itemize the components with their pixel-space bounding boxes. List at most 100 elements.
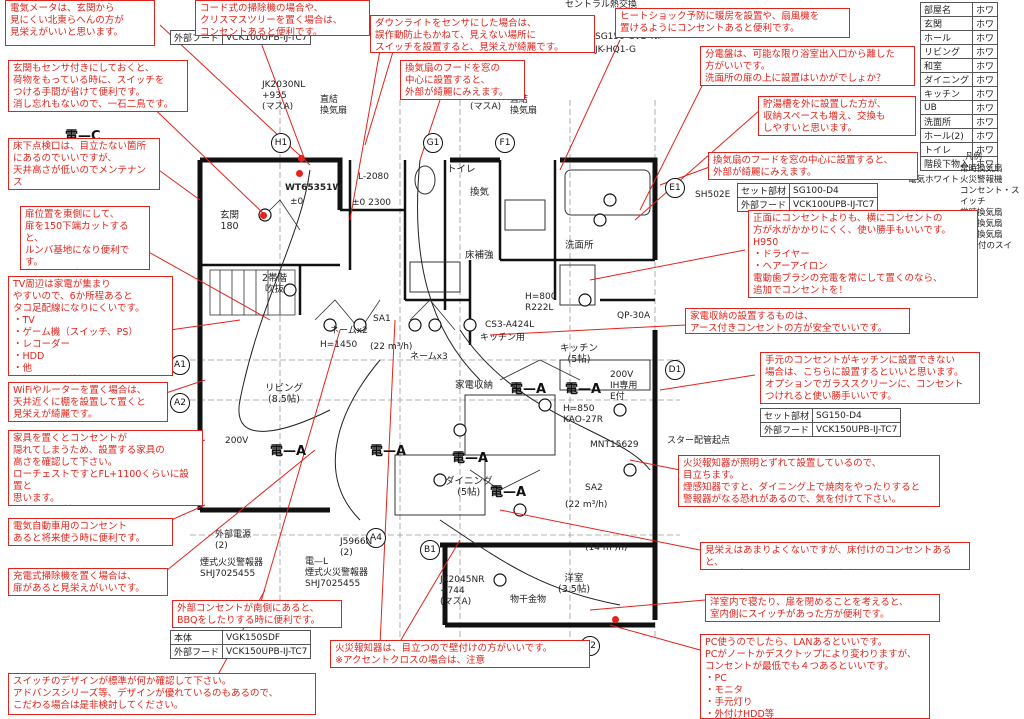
note-outdoor-outlet: 外部コンセントが南側にあると、 BBQをしたりする時に便利です。 — [172, 600, 342, 628]
fire2-label: 電—L 煙式火災警報器 SHJ7025455 — [305, 557, 369, 589]
note-distribution-board: 分電盤は、可能な限り浴室出入口から離した 方がいいです。 洗面所の扉の上に設置は… — [700, 46, 915, 86]
living-label: リビング (8.5帖) — [265, 383, 304, 405]
note-furniture-outlet: 家具を置くとコンセントが 隠れてしまうため、設置する家具の 高さを確認して下さい… — [8, 430, 203, 506]
entry-dim-label: ±0 — [290, 197, 304, 207]
outlet-line-label: 外部電源 (2) — [215, 530, 252, 551]
light-fixtures — [258, 193, 637, 587]
j5966-label: J5966N (2) — [340, 537, 373, 558]
note-appliance-earth: 家電収納の設置するものは、 アース付きコンセントの方が安全でいいです。 — [685, 308, 910, 334]
grid-marker-a2: A2 — [170, 393, 190, 413]
legend-left: 電気 — [908, 175, 926, 185]
ceiling-nx2-label: ネームx2 — [330, 326, 368, 336]
note-ev-outlet: 電気自動車用のコンセント あると将来使う時に便利です。 — [8, 518, 173, 546]
grid-marker-f1: F1 — [495, 133, 515, 153]
l-val-label: ±0 2300 — [352, 198, 392, 208]
cs-label: CS3-A424L — [485, 320, 535, 330]
h1450-label: H=1450 — [320, 340, 358, 350]
denka-2-label: 電—A — [565, 382, 602, 397]
vol-22-2-label: (22 m³/h) — [565, 500, 608, 510]
fire1-label: 煙式火災警報器 SHJ7025455 — [200, 558, 264, 579]
grid-lines — [190, 100, 680, 640]
marker-dot — [296, 170, 303, 177]
denka-4-label: 電—A — [370, 444, 407, 459]
marker-dot — [260, 212, 267, 219]
note-washroom-outlet: 正面にコンセントよりも、横にコンセントの 方が水がかかりにくく、使い勝手もいいで… — [748, 210, 978, 298]
denka-1-label: 電—A — [510, 382, 547, 397]
note-heat-shock: ヒートショック予防に暖房を設置や、扇風機を 置けるようにコンセントあると便利です… — [615, 8, 850, 38]
note-western-room-switch: 洋室内で寝たり、扉を閉めることを考えると、 室内側にスイッチがあった方が便利です… — [705, 594, 940, 622]
grid-marker-b1: B1 — [420, 540, 440, 560]
genkan-label: 玄関 180 — [220, 210, 240, 232]
kitchen-label: キッチン (5帖) — [560, 343, 599, 365]
ceiling-fan-label-2: 直結 換気扇 — [510, 95, 538, 116]
note-floor-outlet: 見栄えはあまりよくないですが、床付けのコンセントあると、 ホットプレートなどを使… — [700, 542, 970, 570]
top-model: JK-HQ1-G — [595, 45, 636, 55]
note-cordless-cleaner: 充電式掃除機を置く場合は、 扉があると見栄えがいいです。 — [8, 568, 168, 596]
legend-title: 凡例 — [965, 152, 983, 162]
legend-item: 常時換気扇 — [960, 164, 1003, 174]
storage-label: 物干金物 — [510, 595, 547, 605]
h800-label: H=800 R222L — [525, 292, 557, 313]
legend-item: LL取付のスイ — [960, 241, 1012, 251]
grid-marker-a1: A1 — [170, 355, 190, 375]
l-label: L-2080 — [358, 172, 390, 182]
toilet-label: トイレ — [447, 164, 476, 175]
qp-label: QP-30A — [617, 311, 651, 321]
marker-dot — [298, 155, 305, 162]
h200-label: 200V IH専用 E付 — [610, 370, 638, 402]
wt-label: WT65351W — [285, 183, 343, 193]
grid-marker-g1: G1 — [423, 133, 443, 153]
note-entry-sensor: 玄関もセンサ付きにしておくと、 荷物をもっている時に、スイッチを つける手間が省… — [8, 60, 188, 112]
note-fire-alarm-offset: 火災報知器が照明とずれて設置しているので、 目立ちます。 煙感知器ですと、ダイニ… — [678, 455, 940, 507]
vol-14-label: (14 m³/h) — [585, 543, 628, 553]
hall-label: 床補強 — [465, 250, 494, 261]
sa1-label: SA1 — [373, 314, 391, 324]
note-fire-alarm-wall: 火災報知器は、目立つので壁付けの方がいいです。 ※アクセントクロスの場合は、注意 — [330, 640, 590, 668]
grid-marker-d1: D1 — [665, 360, 685, 380]
room-finish-table: 部屋名ホワ 玄関ホワ ホールホワ リビングホワ 和室ホワ ダイニングホワ キッチ… — [919, 2, 999, 171]
h850-label: H=850 KAO-27R — [563, 404, 604, 425]
marker-dot — [612, 616, 619, 623]
note-fan-hood-2: 換気扇のフードを窓の中心に設置すると、 外部が綺麗にみえます。 — [708, 152, 918, 180]
ceiling-fan-label-1: 直結 換気扇 — [320, 95, 348, 116]
jk2045-label: JK2045NR +744 (マスA) — [440, 575, 485, 607]
fixtures — [394, 165, 651, 516]
denka-6-label: 電—A — [490, 485, 527, 500]
leader-lines — [139, 24, 761, 681]
star-label: スター配管起点 — [667, 436, 731, 446]
note-door-position: 扉位置を東側にして、 扉を150下端カットすると、 ルンバ基地になり便利です。 … — [20, 206, 150, 270]
note-fan-hood-1: 換気扇のフードを窓の 中心に設置すると、 外部が綺麗にみえます。 — [400, 60, 525, 100]
mw-label: MNT15629 — [590, 440, 639, 450]
note-downlight-sensor: ダウンライトをセンサにした場合は、 誤作動防止もかねて、見えない場所に スイッチ… — [370, 15, 595, 53]
top-label: セントラル熱交換 — [565, 0, 638, 10]
denka-5-label: 電—A — [452, 451, 489, 466]
note-kitchen-outlet: 手元のコンセントがキッチンに設置できない 場合は、こちらに設置するといいと思いま… — [760, 352, 980, 404]
interior-walls — [200, 160, 655, 345]
youshitsu-label: 洋室 (3.5帖) — [558, 573, 591, 595]
legend-list: 常時換気扇 火災警報機 コンセント・スイッチ 常時換気扇 常時換気扇 常時換気扇… — [960, 164, 1024, 252]
ceiling-nx3-label: ネームx3 — [410, 352, 448, 362]
legend-item: コンセント・スイッチ — [960, 186, 1020, 207]
note-cord-cleaner: コード式の掃除機の場合や、 クリスマスツリーを置く場合は、 コンセントあると便利… — [195, 0, 370, 36]
wiring-lines — [259, 199, 581, 491]
sh-label: SH502E — [695, 190, 731, 200]
note-electric-meter: 電気メータは、玄関から 見にくい北東らへんの方が 見栄えがいいと思います。 — [5, 0, 155, 46]
grid-marker-e1: E1 — [665, 178, 685, 198]
vol-22-1-label: (22 m³/h) — [370, 342, 413, 352]
denka-3-label: 電—A — [270, 444, 307, 459]
note-pc-lan: PC使うのでしたら、LANあるといいです。 PCがノートかデスクトップにより変わ… — [700, 634, 930, 719]
note-floor-hatch: 床下点検口は、目立たない箇所 にあるのでいいですが、 天井高さが低いのでメンテナ… — [8, 138, 160, 190]
stairs-label: 2帯階 吹抜 — [262, 273, 288, 295]
sa2-label: SA2 — [585, 483, 603, 493]
jk2030-label: JK2030NL +935 (マスA) — [262, 80, 306, 112]
note-water-heater: 貯湯槽を外に設置した方が、 収納スペースも増え、交換も しやすいと思います。 — [758, 96, 916, 136]
legend-group: ホワイト — [925, 175, 960, 185]
grid-marker-a4: A4 — [366, 528, 386, 548]
v200-label: 200V — [225, 436, 249, 446]
legend-item: 火災警報機 — [960, 175, 1003, 185]
legend-item: 常時換気扇 — [960, 230, 1003, 240]
